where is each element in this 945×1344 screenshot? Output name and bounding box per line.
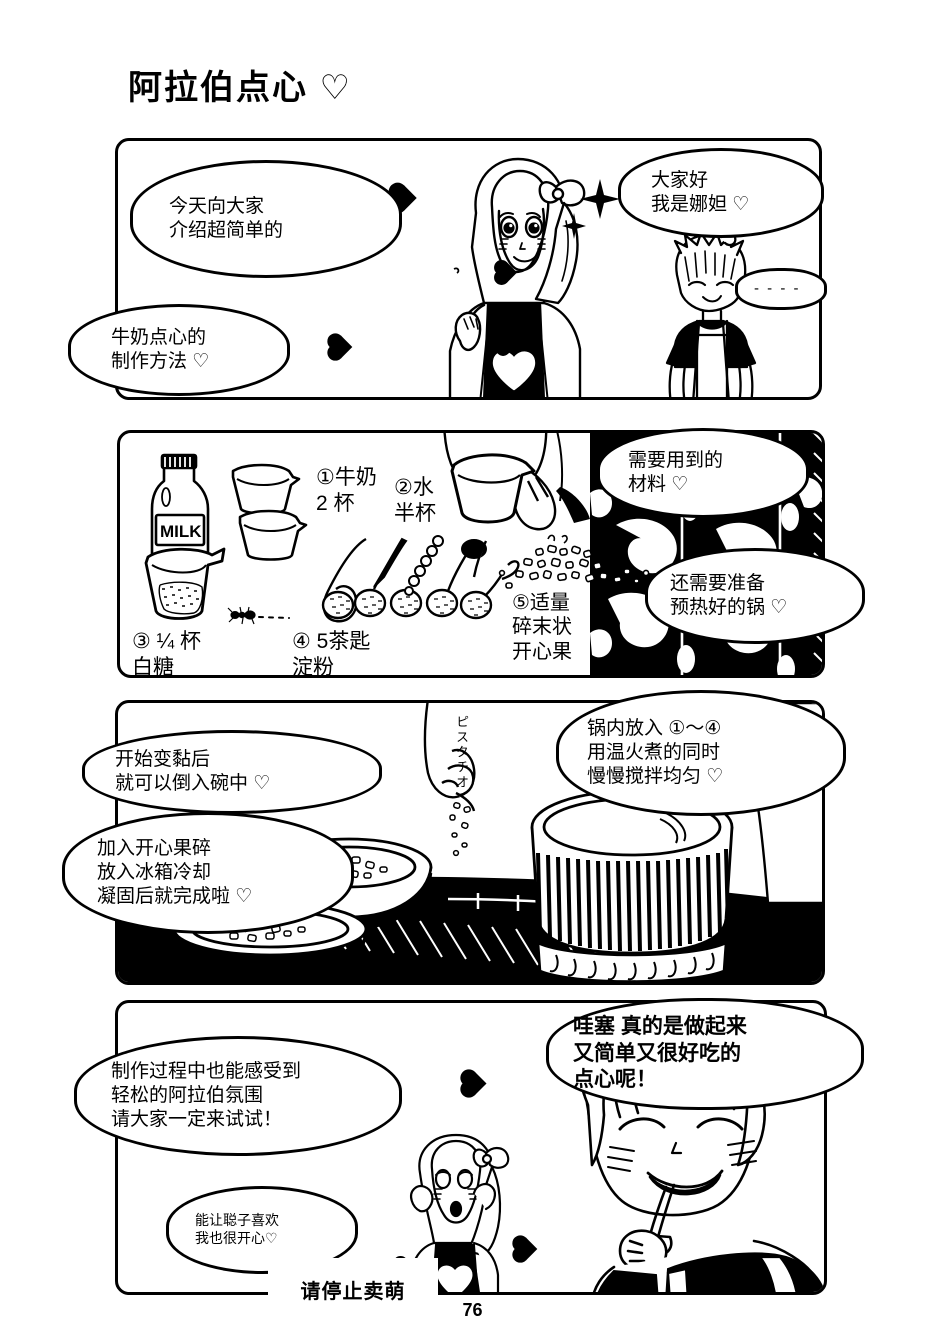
bubble-wow: 哇塞 真的是做起来 又简单又很好吃的 点心呢！ — [546, 998, 864, 1110]
bubble-stop-cute-text: 请停止卖萌 — [300, 1280, 406, 1303]
ingredient-label-5: ⑤适量 碎末状 开心果 — [512, 592, 572, 663]
character-boy-artwork — [665, 229, 757, 397]
bubble-preheat-pot: 还需要准备 预热好的锅 ♡ — [645, 548, 865, 644]
ingredient-label-1: ①牛奶 2 杯 — [316, 466, 377, 515]
milk-bottle-icon: MILK — [150, 453, 210, 569]
hand-sprinkling-pistachio — [423, 703, 476, 857]
bubble-cook-steps: 锅内放入 ①～④ 用温火煮的同时 慢慢搅拌均匀 ♡ — [556, 690, 846, 816]
measuring-cup-sugar — [144, 547, 226, 620]
measuring-cup-water — [450, 453, 536, 524]
bubble-chill: 加入开心果碎 放入冰箱冷却 凝固后就完成啦 ♡ — [62, 812, 354, 934]
heart-decoration — [462, 1071, 487, 1096]
pistachio-crumbs-icon — [498, 534, 658, 589]
page-number: 76 — [462, 1300, 483, 1320]
bubble-pour-bowl: 开始变黏后 就可以倒入碗中 ♡ — [82, 730, 382, 814]
bubble-closing: 制作过程中也能感受到 轻松的阿拉伯氛围 请大家一定来试试！ — [74, 1036, 402, 1156]
ingredient-label-2: ②水 半杯 — [394, 476, 436, 525]
measuring-cup-milk-2 — [238, 509, 308, 561]
ingredient-label-4: ④ 5茶匙 淀粉 — [292, 630, 371, 678]
pistachio-vertical-note: ピスタチオ — [454, 715, 469, 790]
bubble-stop-cute: 请停止卖萌 — [268, 1258, 438, 1320]
milk-label: MILK — [160, 522, 202, 541]
spoons-starch-icon — [321, 535, 520, 623]
bubble-intro-2: 牛奶点心的 制作方法 ♡ — [68, 304, 290, 396]
bubble-materials: 需要用到的 材料 ♡ — [597, 428, 809, 518]
character-nada-small-artwork — [408, 1133, 510, 1292]
ingredient-label-3: ③ ¼ 杯 白糖 — [132, 630, 202, 678]
heart-decoration — [329, 335, 353, 359]
page-title: 阿拉伯点心 ♡ — [128, 69, 352, 107]
measuring-cup-milk-1 — [231, 463, 301, 515]
character-nada-artwork — [448, 157, 620, 397]
bubble-intro-1: 今天向大家 介绍超简单的 — [130, 160, 402, 278]
ant-icon — [227, 606, 290, 625]
